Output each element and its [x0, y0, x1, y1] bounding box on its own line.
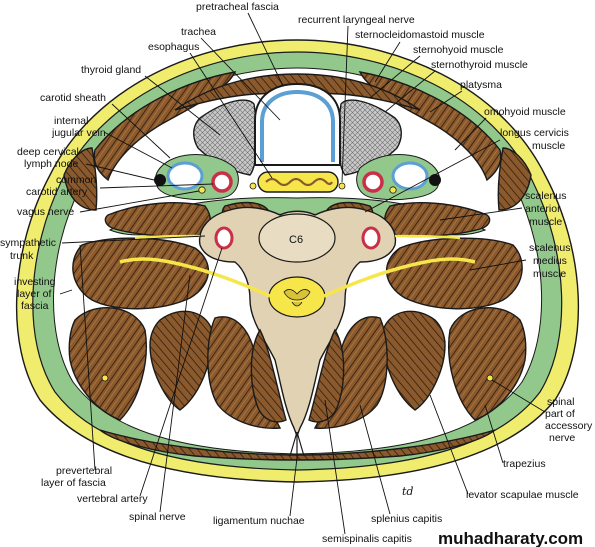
- label-longus-cervicis-1: longus cervicis: [500, 127, 569, 139]
- label-longus-cervicis-2: muscle: [532, 140, 565, 152]
- label-investing-1: investing: [14, 276, 56, 288]
- internal-jugular-vein-left: [166, 161, 204, 191]
- label-scalenus-anterior-1: scalenus: [525, 190, 566, 202]
- label-trapezius: trapezius: [503, 458, 546, 470]
- label-thyroid-gland: thyroid gland: [81, 64, 141, 76]
- label-sympathetic-trunk-1: sympathetic: [0, 237, 56, 249]
- label-scalenus-anterior-2: anterior: [525, 203, 561, 215]
- label-levator-scapulae: levator scapulae muscle: [466, 489, 579, 501]
- semispinalis-capitis-muscle-left: [250, 328, 287, 423]
- platysma-muscle-right: [497, 147, 532, 211]
- label-scalenus-medius-1: scalenus: [529, 242, 570, 254]
- label-esophagus: esophagus: [148, 41, 199, 53]
- sympathetic-trunk-right: [394, 234, 461, 240]
- common-carotid-artery-left: [211, 171, 233, 193]
- vagus-nerve-left: [198, 186, 206, 194]
- vertebral-artery-right: [361, 226, 381, 250]
- label-scalenus-medius-3: muscle: [533, 268, 566, 280]
- ligamentum-nuchae: [289, 431, 305, 460]
- label-deep-cervical-2: lymph node: [24, 158, 78, 170]
- c6-label: C6: [289, 234, 303, 246]
- recurrent-laryngeal-nerve-right: [338, 182, 346, 190]
- esophagus-lumen: [265, 177, 333, 187]
- label-vagus-nerve: vagus nerve: [17, 206, 74, 218]
- label-recurrent-laryngeal-nerve: recurrent laryngeal nerve: [298, 14, 415, 26]
- label-vertebral-artery: vertebral artery: [77, 493, 148, 505]
- spinal-accessory-nerve-right: [486, 374, 494, 382]
- artist-signature: td: [402, 485, 413, 498]
- label-prevertebral-1: prevertebral: [56, 465, 112, 477]
- trapezius-muscle-left: [68, 306, 147, 421]
- c6-vertebral-body: [258, 213, 336, 263]
- trachea-cartilage: [260, 89, 335, 162]
- label-internal-jugular-vein-1: internal: [54, 115, 88, 127]
- label-carotid-sheath: carotid sheath: [40, 92, 106, 104]
- spinal-cord-gray-matter: [283, 289, 311, 307]
- posterior-muscle-band: [99, 429, 496, 461]
- watermark: muhadharaty.com: [438, 529, 583, 547]
- label-splenius-capitis: splenius capitis: [371, 513, 442, 525]
- label-scalenus-anterior-3: muscle: [529, 216, 562, 228]
- deep-cervical-lymph-node-left: [154, 174, 166, 186]
- deep-cervical-lymph-node-right: [429, 174, 441, 186]
- spinal-accessory-nerve-left: [101, 374, 109, 382]
- scalenus-medius-muscle-right: [385, 237, 523, 310]
- label-common-carotid-2: carotid artery: [26, 186, 88, 198]
- label-sternohyoid-muscle: sternohyoid muscle: [413, 44, 504, 56]
- label-internal-jugular-vein-2: jugular vein: [51, 127, 106, 139]
- levator-scapulae-muscle-right: [382, 310, 446, 411]
- label-trachea: trachea: [181, 26, 216, 38]
- label-deep-cervical-1: deep cervical: [17, 146, 79, 158]
- internal-jugular-vein-right: [391, 161, 429, 191]
- label-platysma: platysma: [460, 79, 502, 91]
- label-spinal-accessory-2: part of: [545, 408, 575, 420]
- trachea: [254, 82, 341, 166]
- label-spinal-nerve: spinal nerve: [129, 511, 186, 523]
- spinal-nerve-right: [323, 257, 476, 298]
- esophagus: [257, 171, 339, 193]
- label-sternocleidomastoid-muscle: sternocleidomastoid muscle: [355, 29, 485, 41]
- label-ligamentum-nuchae: ligamentum nuchae: [213, 515, 305, 527]
- label-spinal-accessory-3: accessory: [545, 420, 593, 432]
- scalenus-medius-muscle-left: [72, 237, 210, 310]
- label-sympathetic-trunk-2: trunk: [10, 250, 34, 262]
- vertebral-artery-left: [214, 226, 234, 250]
- label-sternothyroid-muscle: sternothyroid muscle: [431, 59, 528, 71]
- label-scalenus-medius-2: medius: [533, 255, 567, 267]
- sympathetic-trunk-left: [134, 234, 201, 240]
- spinal-nerve-left: [119, 257, 271, 298]
- label-prevertebral-2: layer of fascia: [41, 477, 106, 489]
- label-common-carotid-1: common: [56, 174, 96, 186]
- label-semispinalis-capitis: semispinalis capitis: [322, 533, 412, 545]
- platysma-muscle-left: [63, 147, 98, 211]
- levator-scapulae-muscle-left: [149, 310, 213, 411]
- label-spinal-accessory-1: spinal: [547, 396, 574, 408]
- c6-vertebra: [198, 206, 397, 438]
- vagus-nerve-right: [389, 186, 397, 194]
- label-investing-2: layer of: [17, 288, 52, 300]
- label-pretracheal-fascia: pretracheal fascia: [196, 1, 279, 13]
- common-carotid-artery-right: [362, 171, 384, 193]
- recurrent-laryngeal-nerve-left: [249, 182, 257, 190]
- trapezius-muscle-right: [448, 306, 527, 421]
- semispinalis-capitis-muscle-right: [308, 328, 345, 423]
- label-investing-3: fascia: [21, 300, 49, 312]
- label-spinal-accessory-4: nerve: [549, 432, 575, 444]
- label-omohyoid-muscle: omohyoid muscle: [484, 106, 566, 118]
